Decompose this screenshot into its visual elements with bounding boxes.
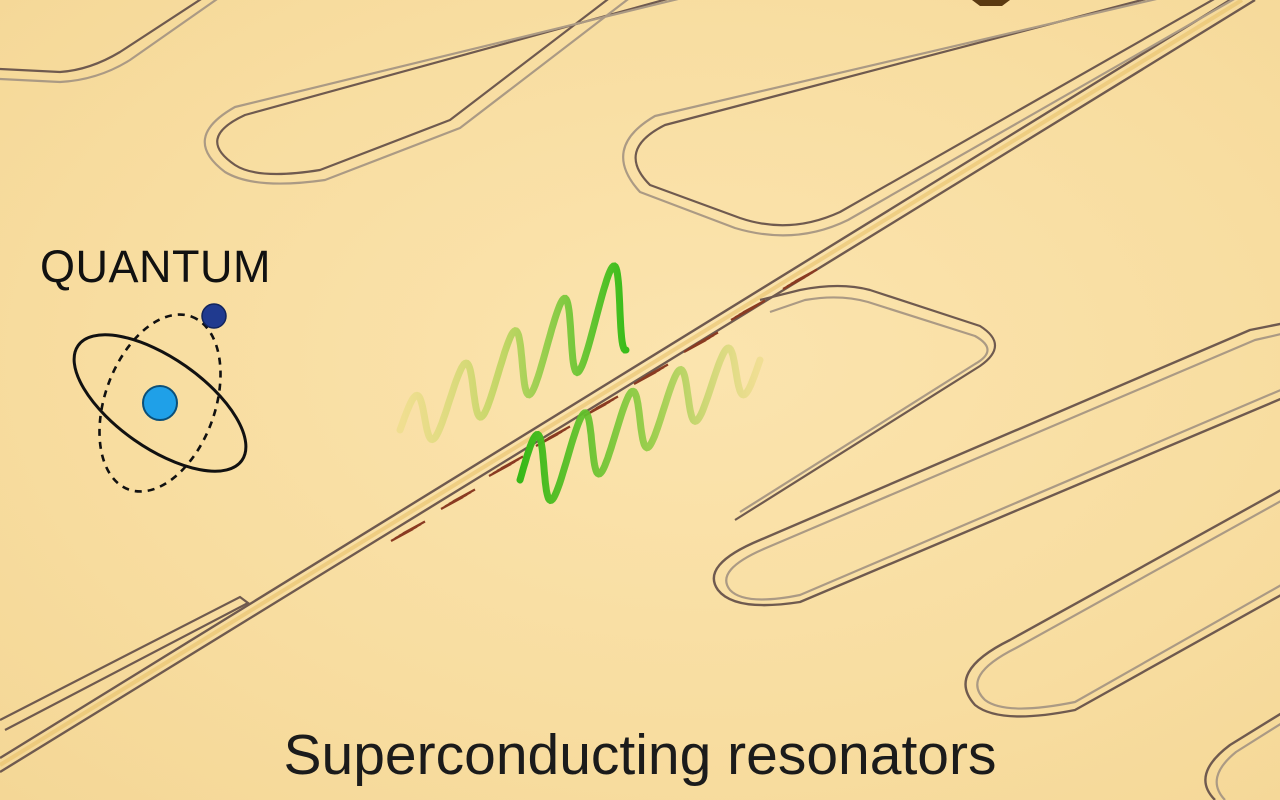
top-edge-fragment [972,0,1010,6]
resonator-4 [734,284,997,521]
coupler-group [390,268,818,542]
coupler-patch [488,455,524,477]
quantum-label: QUANTUM [40,241,271,292]
wave-group [396,262,764,505]
microwave-wave-lower [516,344,764,505]
electron-dot [201,303,227,329]
atom-icon [72,303,248,493]
resonator-6 [964,489,1280,718]
resonator-2 [203,0,679,185]
resonator-1 [0,0,218,84]
coupler-patch [440,488,476,510]
coupler-patch [683,331,719,353]
feedline [0,0,1256,774]
coupler-patch [633,363,669,385]
coupler-patch [390,520,426,542]
coupler-patch [782,268,818,290]
coupler-patch [730,299,766,321]
diagram-caption: Superconducting resonators [283,723,997,787]
nucleus-dot [142,385,178,421]
resonator-3 [622,0,1235,237]
resonator-5 [712,322,1280,607]
resonator-7 [1204,712,1280,800]
microwave-wave-upper [396,262,630,444]
